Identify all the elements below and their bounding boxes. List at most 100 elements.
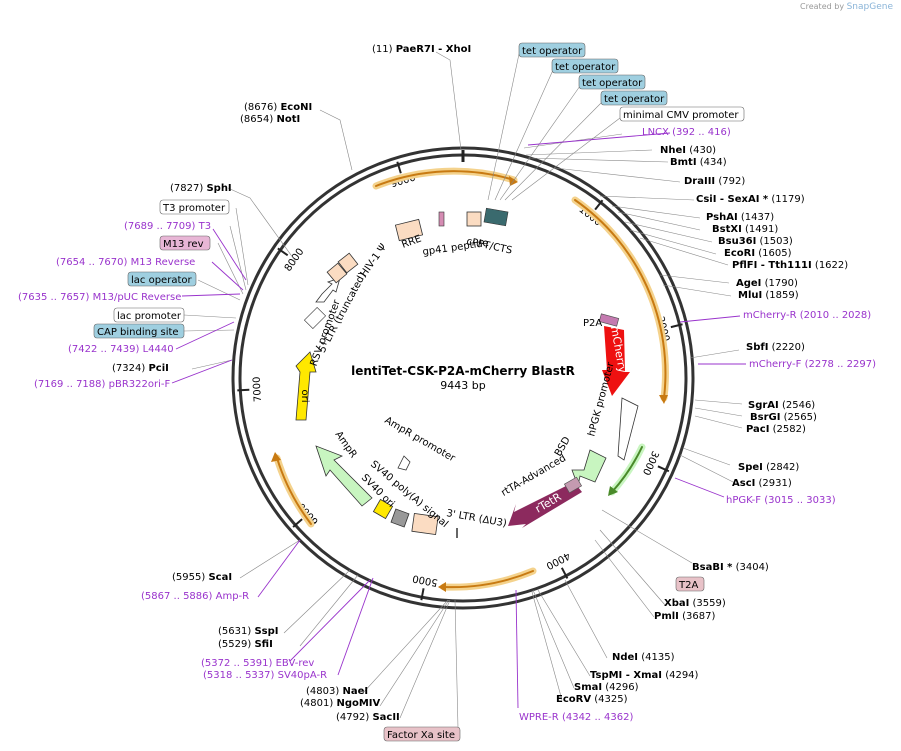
enzyme-position: (1790) — [765, 278, 798, 289]
enzyme-position: (2220) — [772, 342, 805, 353]
primer-range: (2010 .. 2028) — [800, 310, 872, 321]
enzyme-position: (430) — [689, 145, 716, 156]
enzyme-position: (1605) — [758, 248, 791, 259]
enzyme-site-label: SgrAI (2546) — [748, 400, 815, 411]
hpgk-promoter-feature — [617, 397, 639, 461]
rtetr-feature — [508, 482, 582, 528]
enzyme-name: SspI — [254, 626, 278, 637]
ampr-feature — [315, 445, 373, 507]
enzyme-site-label: (7324) PciI — [112, 363, 169, 374]
enzyme-position: (3687) — [682, 611, 715, 622]
plasmid-name: lentiTet-CSK-P2A-mCherry BlastR — [351, 364, 575, 378]
minimal-cmv-text: minimal CMV promoter — [623, 110, 739, 121]
enzyme-name: BstXI — [712, 224, 742, 235]
cap-binding-text: CAP binding site — [97, 327, 179, 338]
m13-rev-label: M13 rev — [159, 235, 211, 251]
primer-label: (7635 .. 7657) M13/pUC Reverse — [18, 292, 181, 303]
enzyme-position: (4294) — [665, 670, 698, 681]
tick-label: 4000 — [544, 550, 572, 572]
enzyme-name: SacII — [372, 712, 399, 723]
primer-range: (7169 .. 7188) — [34, 379, 106, 390]
enzyme-name: SphI — [206, 183, 231, 194]
enzyme-site-label: Bsu36I (1503) — [718, 236, 793, 247]
arrowhead-green — [608, 486, 618, 496]
tick-label: 7000 — [252, 376, 264, 402]
enzyme-position: (1622) — [815, 260, 848, 271]
primer-label: LNCX (392 .. 416) — [642, 127, 731, 138]
primer-range: (5372 .. 5391) — [201, 658, 273, 669]
p2a-feature — [598, 313, 620, 327]
primer-name: LNCX — [642, 127, 669, 138]
tet-operator-label-3: tet operator — [578, 74, 646, 90]
ltr5-feature — [303, 306, 327, 330]
enzyme-name: PaeR7I - XhoI — [396, 44, 472, 55]
primer-name: L4440 — [143, 344, 174, 355]
primer-name: mCherry-R — [743, 310, 797, 321]
ampr-promoter-label: AmpR promoter — [383, 415, 458, 465]
plasmid-length: 9443 bp — [440, 379, 485, 392]
enzyme-position: (2582) — [773, 424, 806, 435]
enzyme-position: (5631) — [218, 626, 251, 637]
enzyme-position: (3404) — [736, 562, 769, 573]
enzyme-site-label: (4792) SacII — [336, 712, 400, 723]
enzyme-position: (8654) — [240, 114, 273, 125]
enzyme-site-label: (5529) SfiI — [218, 639, 273, 650]
primer-name: Amp-R — [216, 591, 250, 602]
enzyme-name: BmtI — [670, 157, 697, 168]
cppt-label: cPPT/CTS — [465, 236, 513, 256]
tet-operator-label-4: tet operator — [600, 90, 668, 106]
enzyme-name: PacI — [746, 424, 769, 435]
enzyme-position: (7827) — [170, 183, 203, 194]
tet-operator-text-2: tet operator — [555, 62, 616, 73]
primer-leads — [171, 132, 746, 709]
rtta-cap — [563, 476, 583, 494]
primer-label: (5867 .. 5886) Amp-R — [141, 591, 249, 602]
enzyme-name: EcoRV — [556, 694, 591, 705]
enzyme-site-label: MluI (1859) — [738, 290, 799, 301]
enzyme-site-label: NheI (430) — [660, 145, 716, 156]
cppt-feature — [466, 211, 482, 227]
ltr3-label: 3' LTR (ΔU3) — [445, 508, 507, 529]
lac-promoter-text: lac promoter — [117, 311, 182, 322]
enzyme-site-label: SmaI (4296) — [574, 682, 639, 693]
enzyme-name: MluI — [738, 290, 762, 301]
enzyme-position: (1179) — [771, 194, 804, 205]
enzyme-site-label: PflFI - Tth111I (1622) — [732, 260, 848, 271]
enzyme-position: (8676) — [244, 102, 277, 113]
enzyme-site-label: TspMI - XmaI (4294) — [590, 670, 699, 681]
enzyme-position: (4135) — [641, 652, 674, 663]
enzyme-position: (4792) — [336, 712, 369, 723]
gp41-feature — [438, 211, 445, 227]
enzyme-site-label: (4801) NgoMIV — [300, 698, 381, 709]
enzyme-name: NheI — [660, 145, 686, 156]
enzyme-site-label: CsiI - SexAI * (1179) — [696, 194, 805, 205]
primer-label: WPRE-R (4342 .. 4362) — [519, 712, 633, 723]
enzyme-name: Bsu36I — [718, 236, 756, 247]
primer-label: (7169 .. 7188) pBR322ori-F — [34, 379, 170, 390]
primer-label: (7654 .. 7670) M13 Reverse — [56, 257, 195, 268]
enzyme-position: (11) — [372, 44, 393, 55]
enzyme-name: BsrGI — [750, 412, 780, 423]
primer-range: (392 .. 416) — [672, 127, 731, 138]
primer-label: (7689 .. 7709) T3 — [124, 221, 211, 232]
orf-arrow-top-core — [375, 170, 515, 187]
enzyme-name: SbfI — [746, 342, 768, 353]
enzyme-name: PshAI — [706, 212, 738, 223]
enzyme-position: (1437) — [741, 212, 774, 223]
ltr5-label: 5' LTR (truncated) — [317, 271, 369, 355]
enzyme-name: PciI — [148, 363, 168, 374]
primer-name: T3 — [198, 221, 211, 232]
tick-mark — [560, 567, 569, 579]
primer-labels: LNCX (392 .. 416) mCherry-R (2010 .. 2028… — [18, 127, 876, 723]
sv40pa-feature — [390, 508, 410, 528]
enzyme-position: (1859) — [765, 290, 798, 301]
snapgene-credit: Created by SnapGene — [800, 2, 893, 12]
sv40ori-feature — [372, 498, 394, 520]
tet-operator-text-3: tet operator — [582, 78, 643, 89]
ampr-promoter-feature — [397, 455, 411, 471]
primer-range: (7654 .. 7670) — [56, 257, 128, 268]
primer-range: (5318 .. 5337) — [203, 670, 275, 681]
t2a-text: T2A — [678, 580, 698, 591]
enzyme-name: CsiI - SexAI * — [696, 194, 769, 205]
enzyme-site-label: BsaBI * (3404) — [692, 562, 769, 573]
